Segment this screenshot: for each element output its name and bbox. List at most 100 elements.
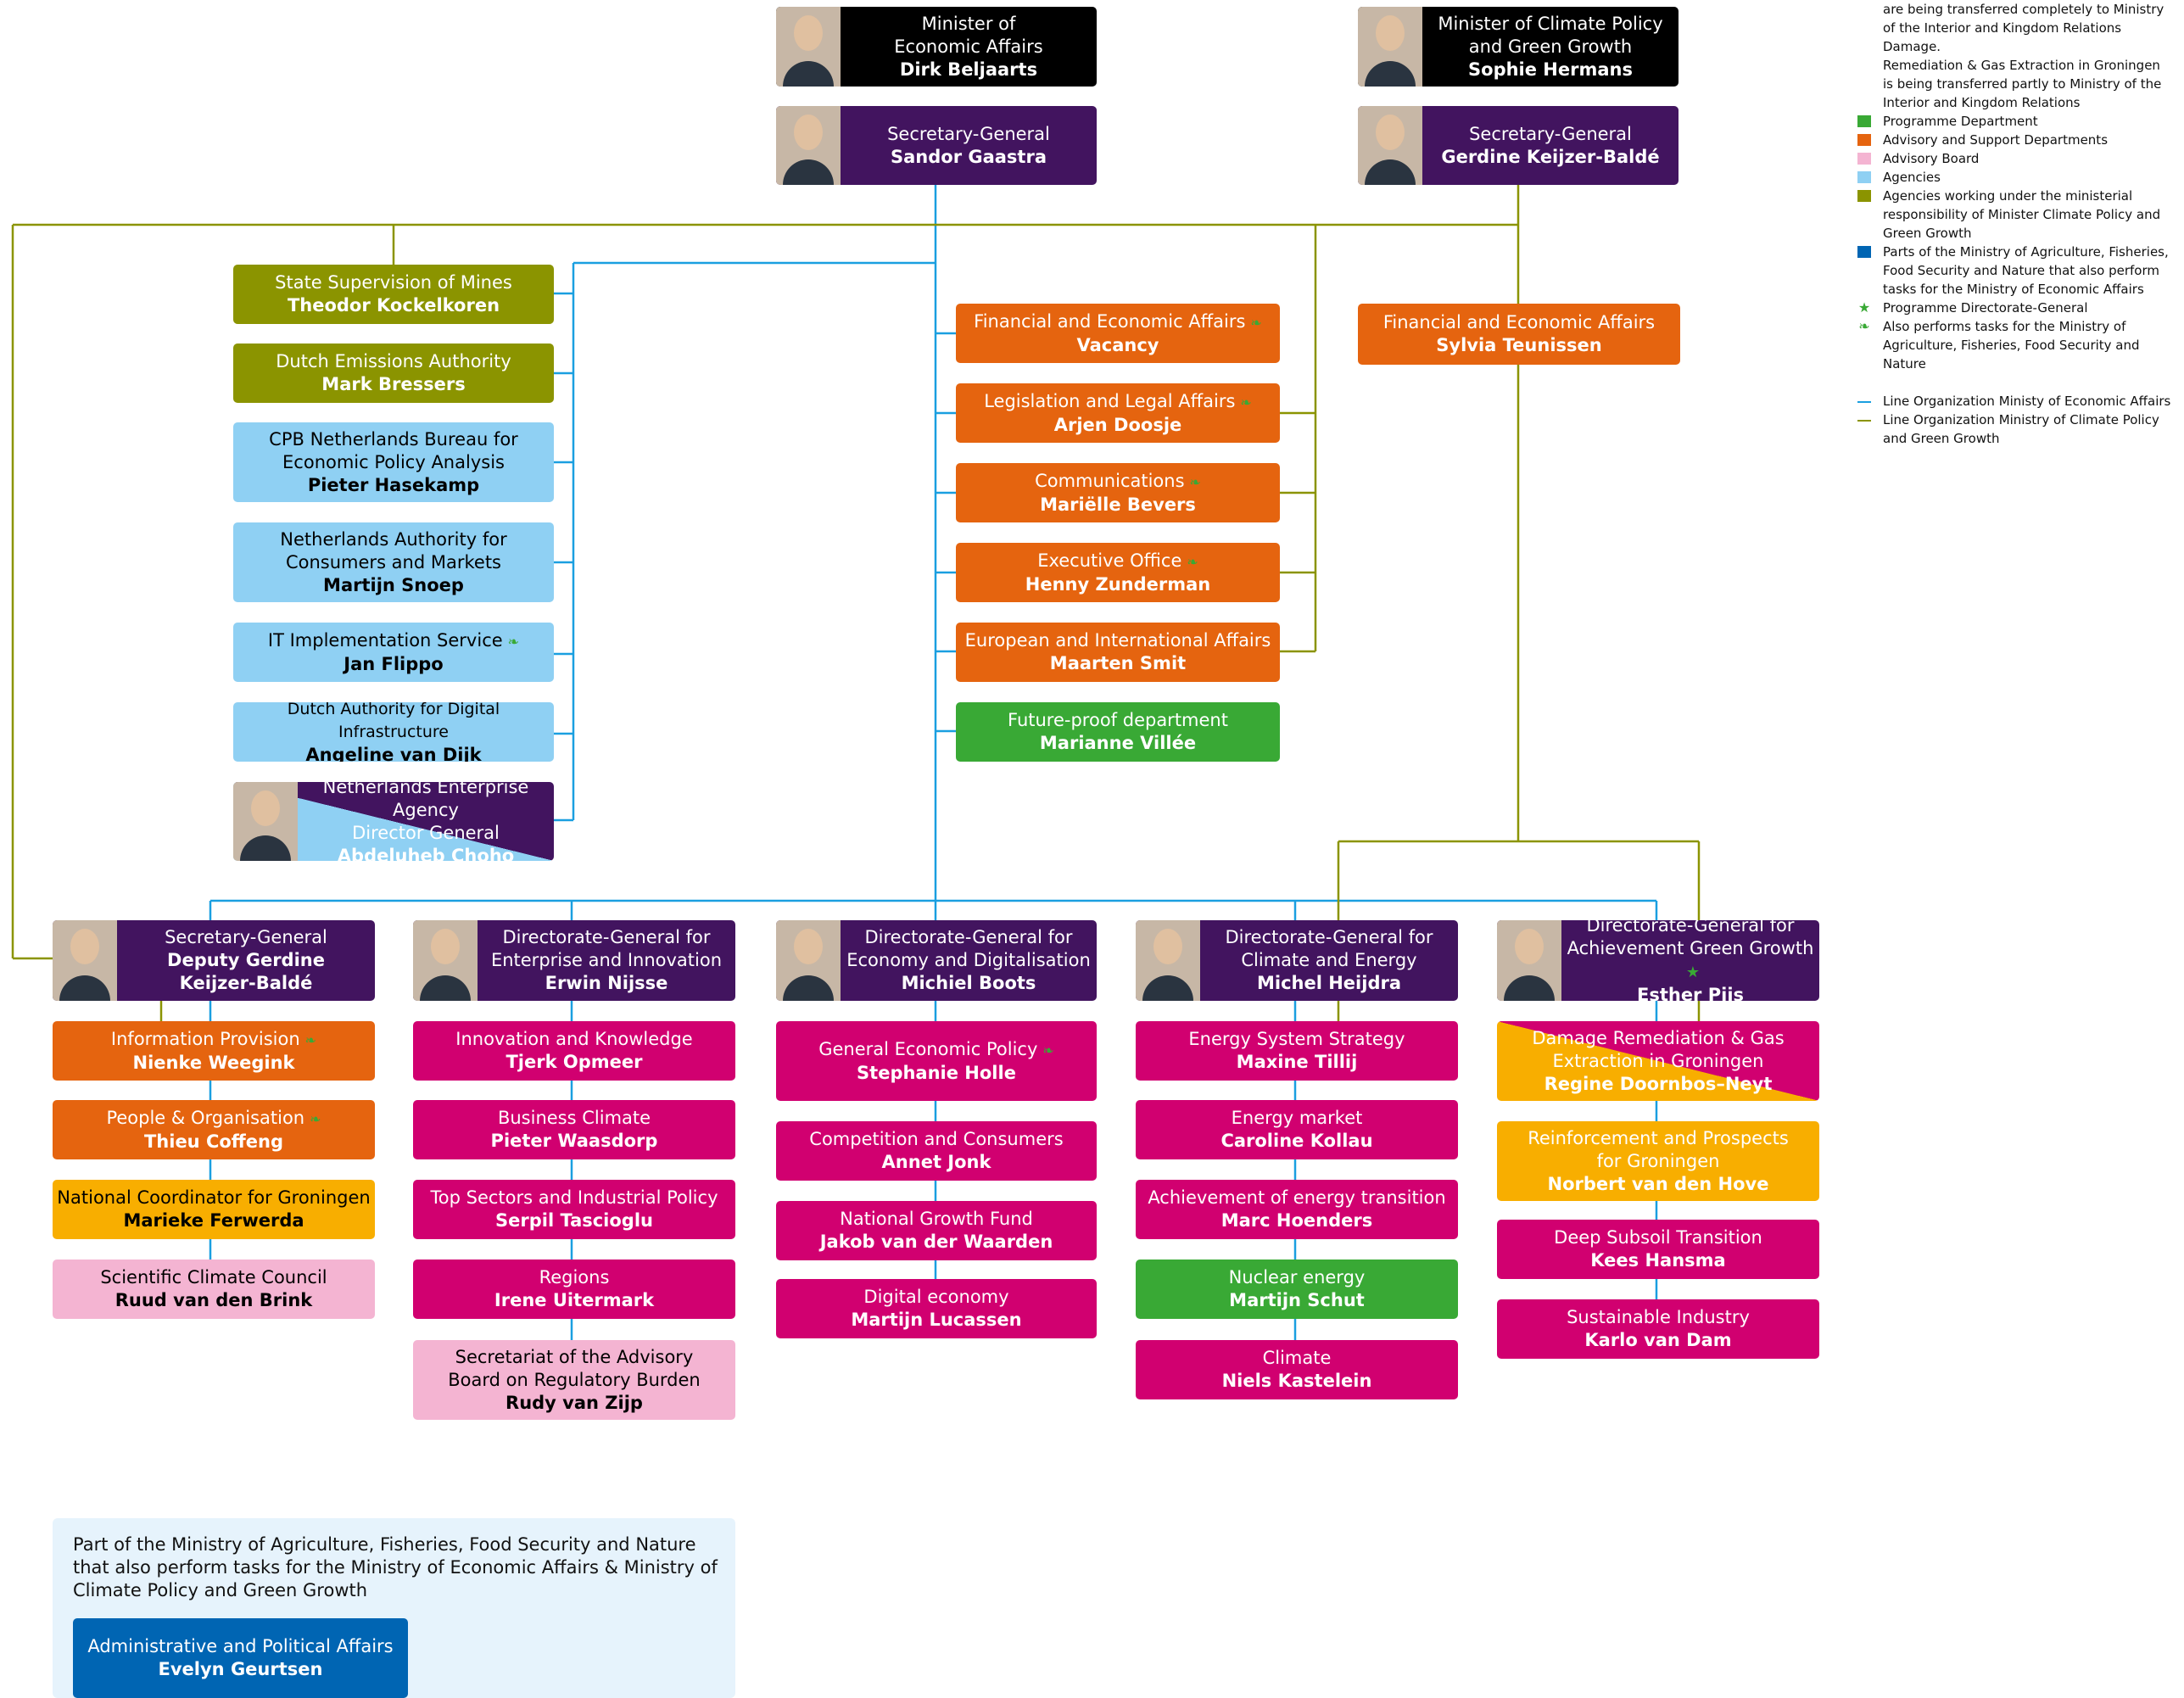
dg-title: Directorate-General for <box>1225 927 1433 947</box>
legend-line-swatch <box>1857 401 1871 403</box>
dg-achievement-green-growth: Directorate-General for Achievement Gree… <box>1497 920 1819 1001</box>
unit-title: Legislation and Legal Affairs❧ <box>984 390 1252 414</box>
unit-head: Abdeluheb Choho <box>337 845 515 862</box>
dept-deep-subsoil-transition: Deep Subsoil Transition Kees Hansma <box>1497 1220 1819 1279</box>
dg-climate-energy: Directorate-General for Climate and Ener… <box>1136 920 1458 1001</box>
leaf-icon: ❧ <box>1250 314 1262 331</box>
unit-title: Business Climate <box>497 1108 651 1128</box>
dept-business-climate: Business Climate Pieter Waasdorp <box>413 1100 735 1159</box>
legend-swatch <box>1857 115 1871 127</box>
unit-head: Irene Uitermark <box>494 1290 655 1310</box>
unit-head: Evelyn Geurtsen <box>158 1659 323 1679</box>
dept-scientific-climate-council: Scientific Climate Council Ruud van den … <box>53 1260 375 1319</box>
unit-head: Henny Zunderman <box>1025 573 1211 595</box>
minister-climate-policy: Minister of Climate Policy and Green Gro… <box>1358 7 1678 87</box>
unit-head: Maarten Smit <box>1049 653 1187 673</box>
leaf-icon: ❧ <box>507 633 520 650</box>
dg-name: Deputy Gerdine <box>167 950 325 970</box>
unit-title: Financial and Economic Affairs❧ <box>974 310 1262 334</box>
unit-title: Director General <box>352 822 500 843</box>
leaf-icon: ❧ <box>310 1110 321 1127</box>
minister-title: Minister of Climate Policy <box>1438 13 1663 34</box>
sg-name: Sandor Gaastra <box>890 146 1047 167</box>
legend-item-line-ez: Line Organization Ministy of Economic Af… <box>1857 392 2180 411</box>
agency-state-supervision-mines: State Supervision of Mines Theodor Kocke… <box>233 265 554 324</box>
unit-title-text: Legislation and Legal Affairs <box>984 390 1236 411</box>
dg-title: Directorate-General for <box>864 927 1073 947</box>
unit-head: Kees Hansma <box>1590 1250 1726 1271</box>
sg-title: Secretary-General <box>887 123 1050 144</box>
dept-people-organisation: People & Organisation❧ Thieu Coffeng <box>53 1100 375 1159</box>
legend-intro-line: Damage. <box>1883 39 1941 54</box>
support-european-international-affairs: European and International Affairs Maart… <box>956 623 1280 682</box>
legend-swatch <box>1857 153 1871 165</box>
legend-label: Parts of the Ministry of Agriculture, Fi… <box>1883 244 2169 260</box>
legend-label: Food Security and Nature that also perfo… <box>1883 263 2159 278</box>
unit-head: Marieke Ferwerda <box>123 1210 304 1231</box>
unit-title: Top Sectors and Industrial Policy <box>430 1187 718 1208</box>
legend: are being transferred completely to Mini… <box>1857 0 2180 448</box>
unit-head: Mark Bressers <box>321 374 466 394</box>
dept-competition-consumers: Competition and Consumers Annet Jonk <box>776 1121 1097 1181</box>
minister-economic-affairs: Minister of Economic Affairs Dirk Beljaa… <box>776 7 1097 87</box>
unit-title: People & Organisation❧ <box>106 1107 321 1131</box>
dept-energy-system-strategy: Energy System Strategy Maxine Tillij <box>1136 1021 1458 1081</box>
portrait-photo <box>1136 920 1200 1001</box>
dept-advisory-board-regulatory-burden: Secretariat of the Advisory Board on Reg… <box>413 1340 735 1420</box>
unit-head: Maxine Tillij <box>1236 1052 1358 1072</box>
legend-item-programme-dg: ★Programme Directorate-General <box>1857 299 2180 317</box>
unit-head: Caroline Kollau <box>1220 1131 1373 1151</box>
unit-head: Thieu Coffeng <box>143 1131 284 1152</box>
unit-title: Energy System Strategy <box>1188 1029 1405 1049</box>
portrait-photo <box>413 920 478 1001</box>
unit-title: Damage Remediation & Gas <box>1532 1027 1785 1048</box>
legend-label: tasks for the Ministry of Economic Affai… <box>1883 282 2144 297</box>
unit-title: Information Provision❧ <box>111 1028 316 1052</box>
unit-head: Pieter Waasdorp <box>490 1131 658 1151</box>
legend-label: Line Organization Ministry of Climate Po… <box>1883 412 2159 427</box>
unit-head: Annet Jonk <box>881 1152 991 1172</box>
kgg-financial-economic-affairs: Financial and Economic Affairs Sylvia Te… <box>1358 304 1680 365</box>
legend-item-lnv: Parts of the Ministry of Agriculture, Fi… <box>1857 243 2180 299</box>
legend-item-line-kgg: Line Organization Ministry of Climate Po… <box>1857 411 2180 448</box>
dept-digital-economy: Digital economy Martijn Lucassen <box>776 1279 1097 1338</box>
portrait-photo <box>1497 920 1561 1001</box>
unit-title-text: Executive Office <box>1037 550 1182 571</box>
legend-label: Nature <box>1883 356 1926 371</box>
dg-name: Esther Pijs <box>1636 985 1745 1001</box>
unit-title-text: Communications <box>1035 470 1185 491</box>
unit-title: CPB Netherlands Bureau for <box>269 428 518 450</box>
portrait-photo <box>776 7 841 87</box>
unit-title: Future-proof department <box>1008 710 1228 730</box>
legend-intro-line: are being transferred completely to Mini… <box>1883 2 2164 17</box>
legend-item-advisory-board: Advisory Board <box>1857 149 2180 168</box>
unit-head: Vacancy <box>1076 334 1159 355</box>
legend-label: Advisory Board <box>1883 151 1980 166</box>
unit-head: Angeline van Dijk <box>305 744 482 762</box>
legend-line-swatch <box>1857 420 1871 422</box>
unit-head: Norbert van den Hove <box>1547 1173 1769 1194</box>
sg-climate-policy: Secretary-General Gerdine Keijzer-Baldé <box>1358 106 1678 185</box>
dept-sustainable-industry: Sustainable Industry Karlo van Dam <box>1497 1299 1819 1359</box>
unit-head: Serpil Tascioglu <box>494 1210 653 1231</box>
unit-title: Dutch Authority for Digital Infrastructu… <box>287 702 500 741</box>
legend-item-programme: Programme Department <box>1857 112 2180 131</box>
dg-deputy-secretary-general: Secretary-General Deputy Gerdine Keijzer… <box>53 920 375 1001</box>
unit-head: Marianne Villée <box>1039 733 1197 753</box>
minister-title: Minister of <box>921 13 1016 34</box>
leaf-icon: ❧ <box>1240 394 1252 411</box>
agency-cpb: CPB Netherlands Bureau for Economic Poli… <box>233 422 554 502</box>
unit-head: Stephanie Holle <box>857 1062 1016 1083</box>
legend-item-lnv-tasks: ❧ Also performs tasks for the Ministry o… <box>1857 317 2180 373</box>
unit-head: Martijn Lucassen <box>851 1310 1022 1330</box>
unit-head: Jakob van der Waarden <box>819 1232 1053 1252</box>
unit-title: European and International Affairs <box>964 630 1271 651</box>
unit-title: Economic Policy Analysis <box>282 451 505 472</box>
legend-intro: are being transferred completely to Mini… <box>1883 0 2180 112</box>
agency-digital-infrastructure: Dutch Authority for Digital Infrastructu… <box>233 702 554 762</box>
portrait-photo <box>776 106 841 185</box>
unit-head: Sylvia Teunissen <box>1436 335 1602 355</box>
portrait-photo <box>53 920 117 1001</box>
dg-title: Economy and Digitalisation <box>846 950 1091 970</box>
dg-enterprise-innovation: Directorate-General for Enterprise and I… <box>413 920 735 1001</box>
